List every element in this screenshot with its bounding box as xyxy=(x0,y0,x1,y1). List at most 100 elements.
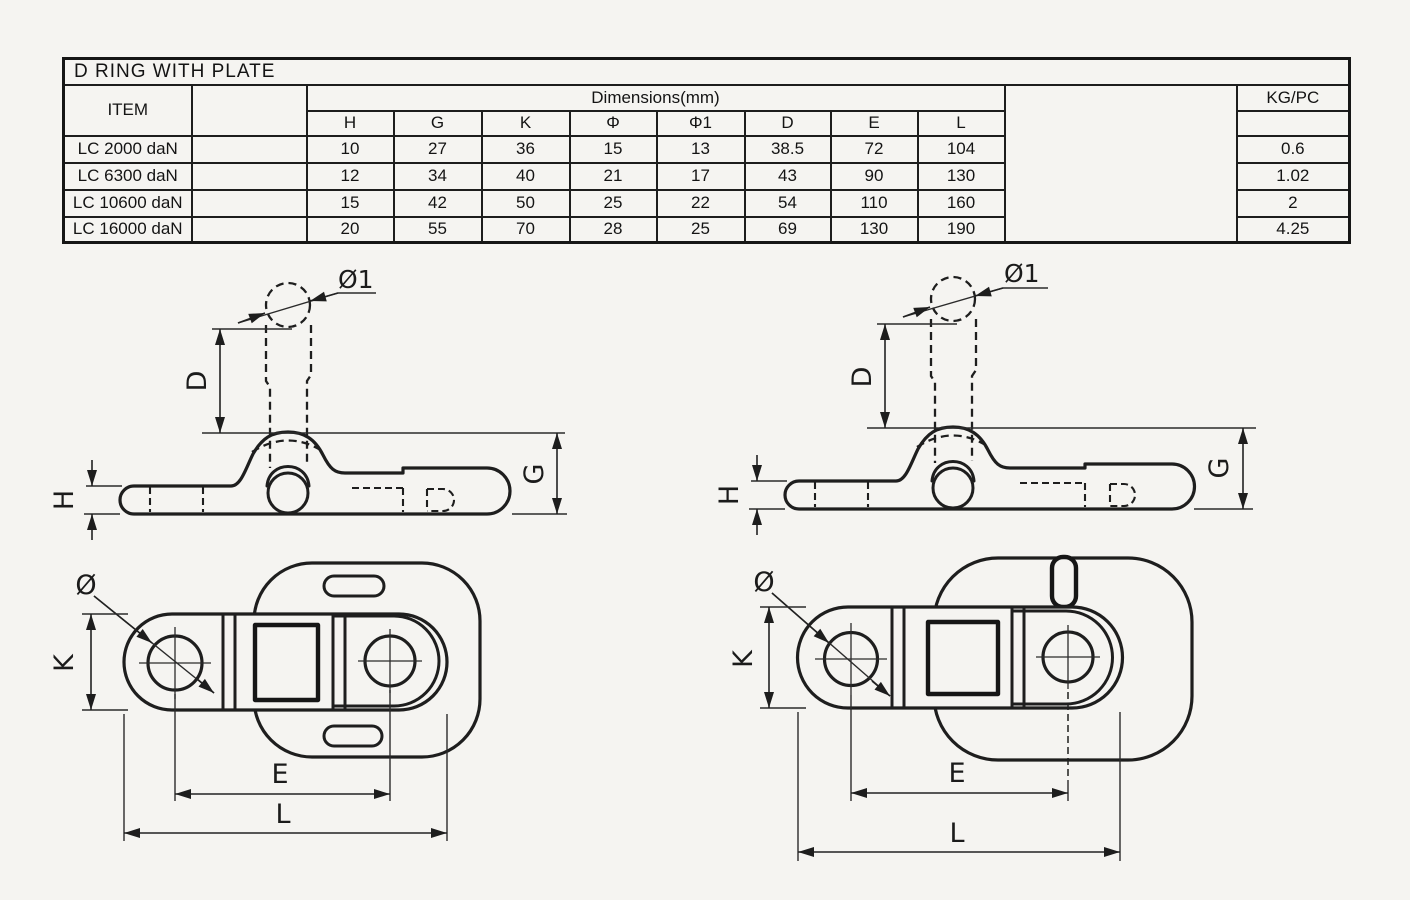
h-label: H xyxy=(49,490,80,510)
ring-slot-top xyxy=(322,574,386,598)
ring-inner-contour xyxy=(1010,609,1114,706)
table-row: LC 6300 daN 12 34 40 21 17 43 90 130 1.0… xyxy=(62,161,1351,191)
empty-spanning-cell xyxy=(1003,83,1238,244)
l-extension-lines xyxy=(797,712,1121,861)
top-view-left: Ø K E L xyxy=(49,561,482,841)
table-row: H G K Φ Φ1 D E L xyxy=(64,109,1351,137)
value-cell: 54 xyxy=(743,188,832,218)
value-cell: 38.5 xyxy=(743,134,832,164)
hole-crosshair xyxy=(1036,625,1100,689)
plate-profile-outline xyxy=(118,430,512,516)
ring-slot-bottom xyxy=(322,724,384,748)
ring-inner-contour xyxy=(331,614,441,708)
ring-stem-hidden-left xyxy=(264,325,272,468)
value-cell: 110 xyxy=(829,188,919,218)
value-cell: 55 xyxy=(392,215,483,244)
ring-bar-opening-square xyxy=(252,622,321,703)
phi1-leader-line xyxy=(237,292,376,324)
value-cell: 34 xyxy=(392,161,483,191)
value-cell: 160 xyxy=(916,188,1006,218)
d-label: D xyxy=(847,367,878,388)
table-row: ITEM Dimensions(mm) KG/PC xyxy=(62,83,1351,244)
kg-value-cell: 0.6 xyxy=(1235,134,1351,164)
value-cell: 69 xyxy=(743,215,832,244)
d-label: D xyxy=(182,371,213,392)
phi1-arrow-upper xyxy=(974,286,1004,297)
k-label: K xyxy=(728,649,759,668)
k-extension-lines xyxy=(82,613,128,711)
ring-bar-hidden-circle xyxy=(929,275,977,323)
hidden-slot-end xyxy=(425,487,455,513)
column-header-l: L xyxy=(916,109,1006,137)
page-title: D RING WITH PLATE xyxy=(62,57,1351,86)
value-cell: 10 xyxy=(305,134,395,164)
value-cell: 42 xyxy=(392,188,483,218)
value-cell: 190 xyxy=(916,215,1006,244)
column-header-phi: Φ xyxy=(568,109,658,137)
spec-table: D RING WITH PLATE ITEM Dimensions(mm) KG… xyxy=(62,57,1352,244)
phi-arrow-lower xyxy=(871,680,891,697)
g-label: G xyxy=(519,464,550,485)
value-cell: 130 xyxy=(829,215,919,244)
kg-pc-header: KG/PC xyxy=(1235,83,1351,112)
value-cell: 15 xyxy=(568,134,658,164)
column-header-k: K xyxy=(480,109,571,137)
pivot-lug-arc xyxy=(265,465,311,488)
phi-label: Ø xyxy=(75,570,96,601)
side-view-left: Ø1 D H G xyxy=(49,265,567,540)
plate-profile-outline xyxy=(783,425,1197,511)
phi1-label: Ø1 xyxy=(338,265,374,294)
phi-arrow-upper xyxy=(93,595,153,644)
column-header-phi1: Φ1 xyxy=(655,109,746,137)
h-extension-lines xyxy=(84,485,122,515)
empty-cell xyxy=(190,161,308,191)
top-view-right: Ø K E L xyxy=(728,554,1194,861)
value-cell: 21 xyxy=(568,161,658,191)
phi1-arrow-upper xyxy=(309,291,339,302)
h-extension-lines xyxy=(749,480,787,510)
table-row: D RING WITH PLATE xyxy=(62,57,1351,86)
e-label: E xyxy=(948,758,965,789)
value-cell: 43 xyxy=(743,161,832,191)
l-label: L xyxy=(275,799,290,830)
value-cell: 12 xyxy=(305,161,395,191)
strap-edge-lines xyxy=(890,605,1026,710)
l-extension-lines xyxy=(123,714,448,841)
ring-bar-hidden-circle xyxy=(264,281,312,329)
pivot-lug-arc xyxy=(930,460,976,483)
item-name: LC 10600 daN xyxy=(62,188,193,218)
empty-kg-subheader-cell xyxy=(1235,109,1351,137)
hole-crosshair xyxy=(358,629,422,693)
item-header: ITEM xyxy=(62,83,193,137)
ring-slot-top xyxy=(1049,554,1079,610)
g-label: G xyxy=(1204,458,1235,479)
hidden-slot-end xyxy=(1108,482,1136,508)
value-cell: 72 xyxy=(829,134,919,164)
value-cell: 90 xyxy=(829,161,919,191)
phi1-label: Ø1 xyxy=(1004,259,1040,288)
value-cell: 25 xyxy=(655,215,746,244)
value-cell: 27 xyxy=(392,134,483,164)
empty-cell xyxy=(190,134,308,164)
value-cell: 22 xyxy=(655,188,746,218)
e-extension-lines xyxy=(174,690,391,801)
hole-crosshair xyxy=(815,623,887,695)
value-cell: 17 xyxy=(655,161,746,191)
empty-cell xyxy=(190,188,308,218)
column-header-e: E xyxy=(829,109,919,137)
value-cell: 36 xyxy=(480,134,571,164)
value-cell: 50 xyxy=(480,188,571,218)
hidden-edges-left-tab xyxy=(148,487,205,512)
value-cell: 104 xyxy=(916,134,1006,164)
empty-header-cell xyxy=(190,83,308,137)
l-label: L xyxy=(949,818,964,849)
ring-stem-hidden-right xyxy=(970,319,978,461)
hidden-edges-left-tab xyxy=(813,482,870,507)
value-cell: 130 xyxy=(916,161,1006,191)
phi1-arrow-lower xyxy=(237,312,266,324)
kg-value-cell: 1.02 xyxy=(1235,161,1351,191)
table-row: LC 10600 daN 15 42 50 25 22 54 110 160 2 xyxy=(62,188,1351,218)
value-cell: 40 xyxy=(480,161,571,191)
phi-arrow-upper xyxy=(771,592,830,644)
